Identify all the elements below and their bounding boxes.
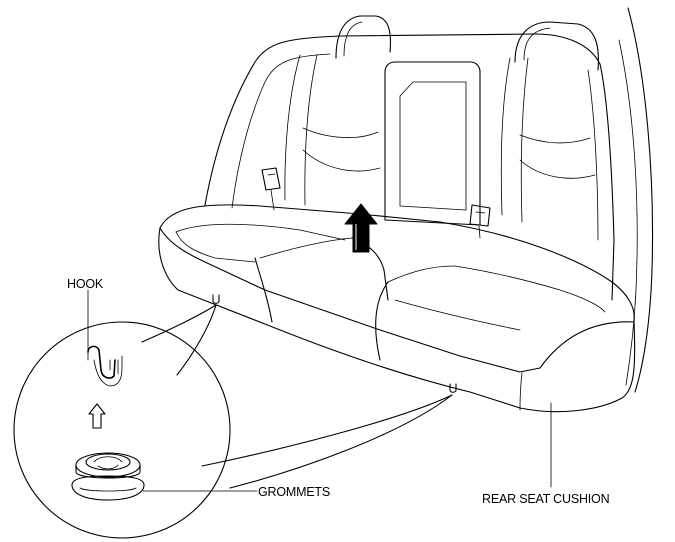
detail-circle — [13, 321, 231, 539]
side-trim-panel — [618, 7, 654, 393]
detail-connector-lines — [141, 304, 453, 489]
headrest-left — [335, 15, 392, 59]
headrest-right — [514, 21, 599, 71]
seat-belt-left — [261, 167, 281, 211]
install-arrow-icon — [88, 403, 106, 429]
hook-icon — [87, 345, 123, 387]
grommet-icon — [71, 452, 145, 501]
hook-marker-left — [212, 294, 220, 304]
seat-belt-right — [469, 204, 491, 239]
rear-seat-cushion-label: REAR SEAT CUSHION — [482, 492, 610, 506]
seat-cushion — [158, 204, 636, 413]
seat-back — [204, 33, 615, 301]
hook-marker-right — [449, 383, 457, 393]
grommets-label: GROMMETS — [258, 485, 330, 499]
up-arrow-icon — [344, 203, 378, 253]
leader-lines — [87, 289, 552, 492]
hook-label: HOOK — [67, 277, 104, 291]
